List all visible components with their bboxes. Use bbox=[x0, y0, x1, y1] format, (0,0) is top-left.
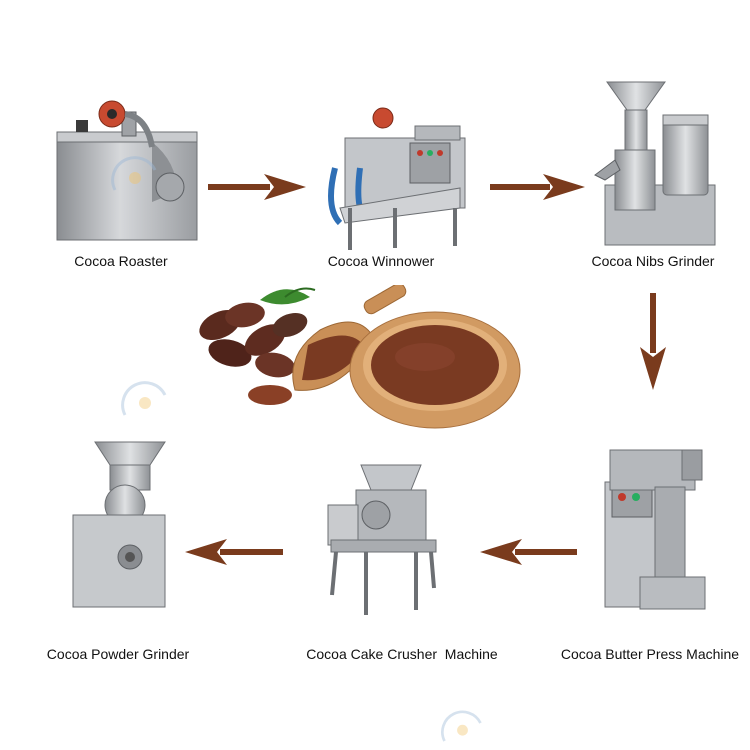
watermark-logo bbox=[441, 710, 482, 742]
winnower-machine-image bbox=[328, 107, 466, 250]
label-cocoa-powder-grinder: Cocoa Powder Grinder bbox=[46, 646, 190, 662]
butter-press-machine-image bbox=[604, 449, 706, 610]
watermark-logo bbox=[121, 381, 167, 416]
nibs-grinder-machine-image bbox=[594, 81, 716, 246]
watermark-logo bbox=[111, 156, 157, 191]
label-cocoa-cake-crusher: Cocoa Cake Crusher Machine bbox=[306, 646, 498, 662]
arrow-nibs-grinder-to-butter-press bbox=[640, 293, 666, 390]
arrow-winnower-to-nibs-grinder bbox=[490, 174, 585, 200]
cake-crusher-machine-image bbox=[327, 464, 437, 615]
arrow-butter-press-to-cake-crusher bbox=[480, 539, 577, 565]
cocoa-beans-powder-image bbox=[199, 285, 521, 429]
roaster-machine-image bbox=[56, 100, 198, 241]
label-cocoa-nibs-grinder: Cocoa Nibs Grinder bbox=[591, 253, 715, 269]
powder-grinder-machine-image bbox=[72, 441, 166, 608]
label-cocoa-butter-press: Cocoa Butter Press Machine bbox=[560, 646, 740, 662]
arrow-roaster-to-winnower bbox=[208, 174, 306, 200]
label-cocoa-roaster: Cocoa Roaster bbox=[74, 253, 168, 269]
label-cocoa-winnower: Cocoa Winnower bbox=[327, 253, 435, 269]
arrow-cake-crusher-to-powder-grinder bbox=[185, 539, 283, 565]
